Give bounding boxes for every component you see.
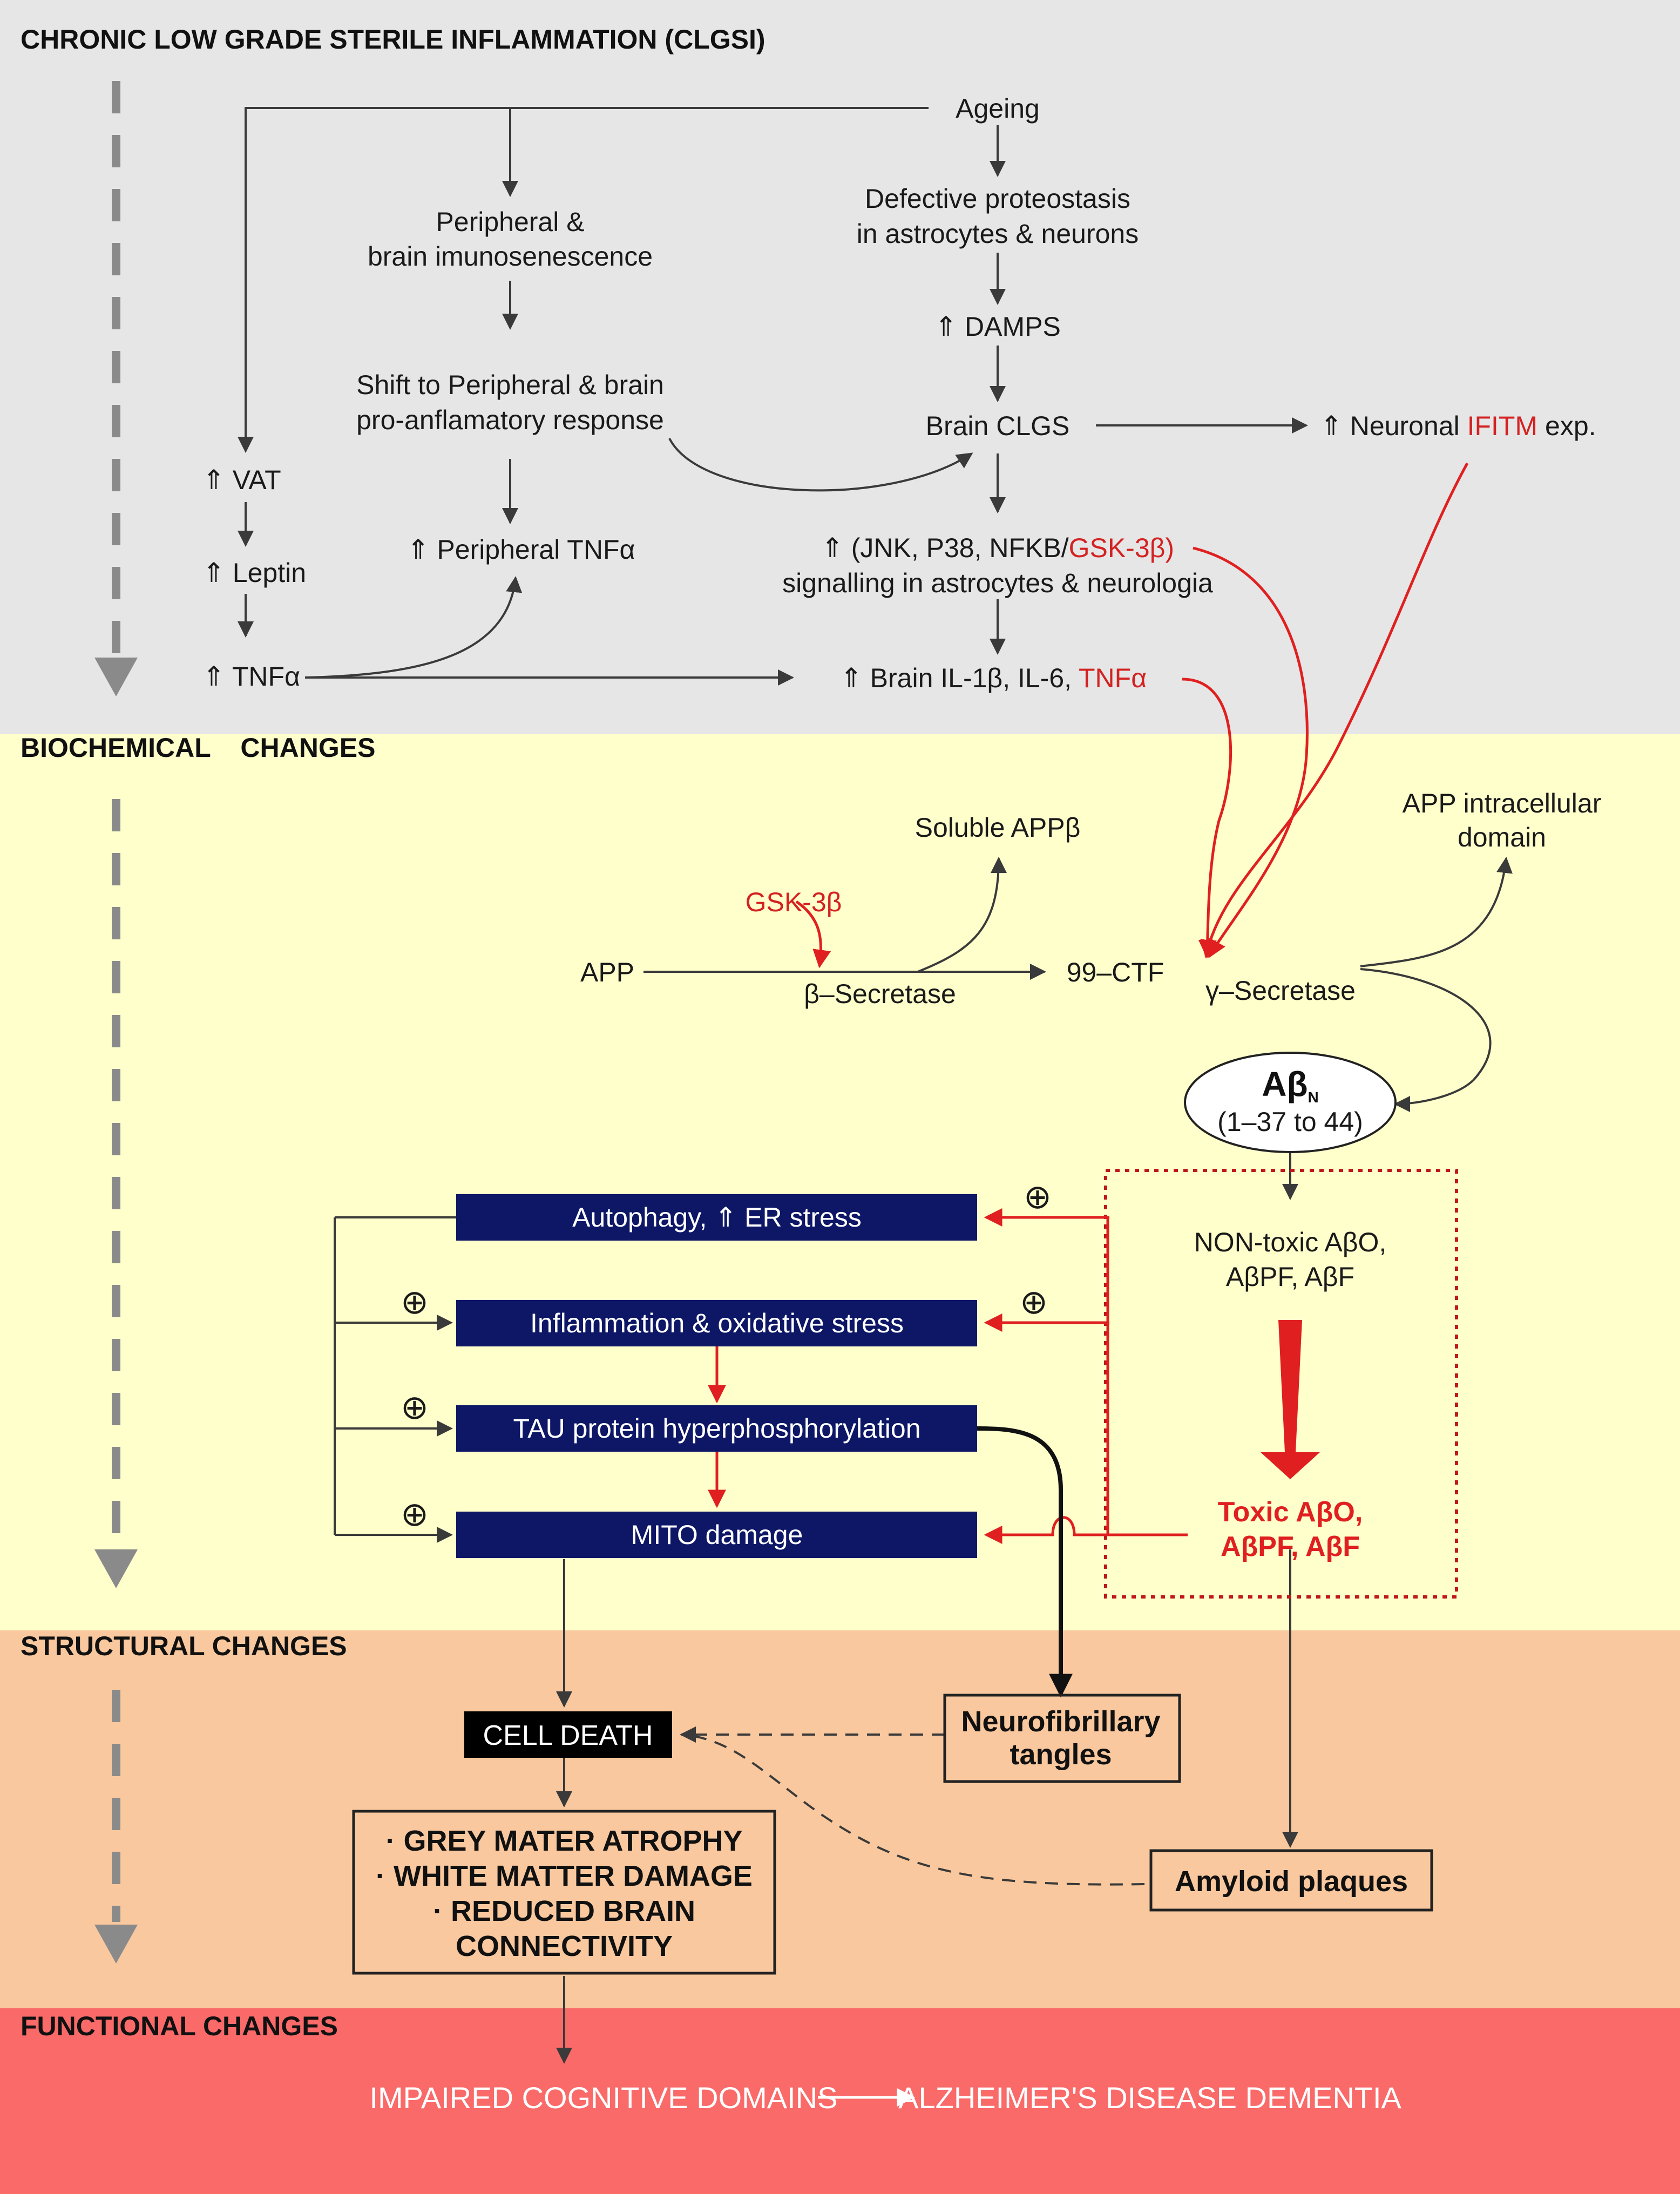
gsk3b-label: GSK-3β (746, 887, 842, 917)
peripheral-tnfa-label: ⇑ Peripheral TNFα (407, 534, 635, 565)
progression-arrows (94, 81, 138, 1963)
section-heading-structural: STRUCTURAL CHANGES (21, 1631, 347, 1661)
nontoxic-line2: AβPF, AβF (1226, 1262, 1354, 1292)
abeta-range-label: (1–37 to 44) (1217, 1107, 1363, 1137)
shift-response-line2: pro-anflamatory response (356, 405, 664, 435)
gsk3b-highlight-upper: GSK-3β) (1069, 533, 1174, 563)
toxic-line2: AβPF, AβF (1221, 1531, 1360, 1562)
brain-clgs-label: Brain CLGS (926, 411, 1070, 441)
band-functional (0, 2008, 1680, 2194)
soluble-appb-label: Soluble APPβ (915, 812, 1081, 843)
process-box-mito-label: MITO damage (631, 1520, 803, 1550)
atrophy-line2: · WHITE MATTER DAMAGE (376, 1860, 753, 1892)
tangles-line2: tangles (1010, 1738, 1112, 1771)
plus-sign-bracket-3: ⊕ (401, 1496, 429, 1533)
red-connectors-upper (1182, 462, 1469, 959)
band-clgsi (0, 0, 1680, 734)
process-box-inflammation: Inflammation & oxidative stress (456, 1300, 977, 1346)
cell-death-label: CELL DEATH (483, 1720, 653, 1751)
ageing-label: Ageing (956, 93, 1040, 124)
process-box-tau-label: TAU protein hyperphosphorylation (513, 1413, 920, 1444)
section-heading-biochemical: BIOCHEMICAL CHANGES (21, 733, 375, 763)
aicd-line2: domain (1458, 822, 1546, 852)
tnfa-label: ⇑ TNFα (202, 661, 300, 692)
tnfa-highlight: TNFα (1079, 663, 1147, 693)
section-heading-clgsi: CHRONIC LOW GRADE STERILE INFLAMMATION (… (21, 24, 766, 55)
section-heading-functional: FUNCTIONAL CHANGES (21, 2011, 338, 2041)
plus-sign-bracket-2: ⊕ (401, 1389, 429, 1426)
plus-sign-autophagy: ⊕ (1024, 1179, 1052, 1216)
plus-sign-inflammation: ⊕ (1020, 1284, 1048, 1321)
band-structural (0, 1630, 1680, 2008)
process-box-tau: TAU protein hyperphosphorylation (456, 1405, 977, 1452)
amyloid-plaques-label: Amyloid plaques (1175, 1865, 1408, 1898)
structural-connectors (556, 1559, 1145, 2064)
abeta-label: AβN (1262, 1065, 1319, 1106)
toxic-effect-arrows (708, 1208, 1188, 1544)
signalling-pathways-line2: signalling in astrocytes & neurologia (782, 568, 1213, 598)
atrophy-line1: · GREY MATER ATROPHY (385, 1825, 742, 1857)
aicd-line1: APP intracellular (1403, 788, 1602, 818)
toxicity-conversion-arrow (1261, 1320, 1320, 1479)
feedback-bracket (334, 1216, 456, 1543)
atrophy-line4: CONNECTIVITY (456, 1930, 673, 1962)
ctf-label: 99–CTF (1067, 957, 1164, 987)
process-box-autophagy-label: Autophagy, ⇑ ER stress (572, 1202, 862, 1233)
process-box-mito: MITO damage (456, 1512, 977, 1558)
defective-proteostasis-line2: in astrocytes & neurons (857, 219, 1139, 249)
neuronal-ifitm-label: ⇑ Neuronal IFITM exp. (1320, 411, 1596, 441)
signalling-pathways-line1: ⇑ (JNK, P38, NFKB/GSK-3β) (821, 533, 1174, 563)
beta-secretase-label: β–Secretase (804, 979, 956, 1009)
app-processing-connectors (643, 857, 1513, 1848)
plus-sign-bracket-1: ⊕ (401, 1284, 429, 1321)
atrophy-line3: · REDUCED BRAIN (433, 1895, 695, 1927)
process-box-inflammation-label: Inflammation & oxidative stress (530, 1308, 904, 1338)
damps-label: ⇑ DAMPS (934, 312, 1061, 342)
tau-to-tangles-arrow (977, 1426, 1073, 1698)
app-label: APP (580, 957, 634, 987)
immunosenescence-line1: Peripheral & (436, 207, 584, 237)
gsk3b-arrow (795, 900, 831, 969)
shift-response-line1: Shift to Peripheral & brain (356, 370, 664, 400)
abeta-node: AβN (1–37 to 44) (1184, 1052, 1397, 1153)
immunosenescence-line2: brain imunosenescence (368, 241, 653, 272)
ifitm-highlight: IFITM (1467, 411, 1538, 441)
tangles-box: Neurofibrillary tangles (943, 1694, 1181, 1783)
atrophy-box: · GREY MATER ATROPHY · WHITE MATTER DAMA… (352, 1810, 776, 1975)
band-biochemical (0, 734, 1680, 1630)
leptin-label: ⇑ Leptin (202, 558, 306, 588)
gamma-secretase-label: γ–Secretase (1205, 976, 1356, 1006)
amyloid-plaques-box: Amyloid plaques (1149, 1849, 1433, 1912)
vat-label: ⇑ VAT (202, 465, 281, 495)
tangles-line1: Neurofibrillary (961, 1705, 1160, 1738)
aggregation-frame (1104, 1169, 1458, 1599)
defective-proteostasis-line1: Defective proteostasis (865, 184, 1130, 214)
clgsi-connectors (238, 107, 1308, 686)
nontoxic-line1: NON-toxic AβO, (1194, 1227, 1387, 1257)
toxic-line1: Toxic AβO, (1218, 1496, 1363, 1528)
process-box-autophagy: Autophagy, ⇑ ER stress (456, 1194, 977, 1241)
cell-death-box: CELL DEATH (464, 1711, 672, 1758)
alzheimers-dementia: ALZHEIMER'S DISEASE DEMENTIA (898, 2081, 1401, 2115)
impaired-cognitive-domains: IMPAIRED COGNITIVE DOMAINS (369, 2081, 837, 2115)
brain-cytokines-label: ⇑ Brain IL-1β, IL-6, TNFα (840, 663, 1147, 693)
